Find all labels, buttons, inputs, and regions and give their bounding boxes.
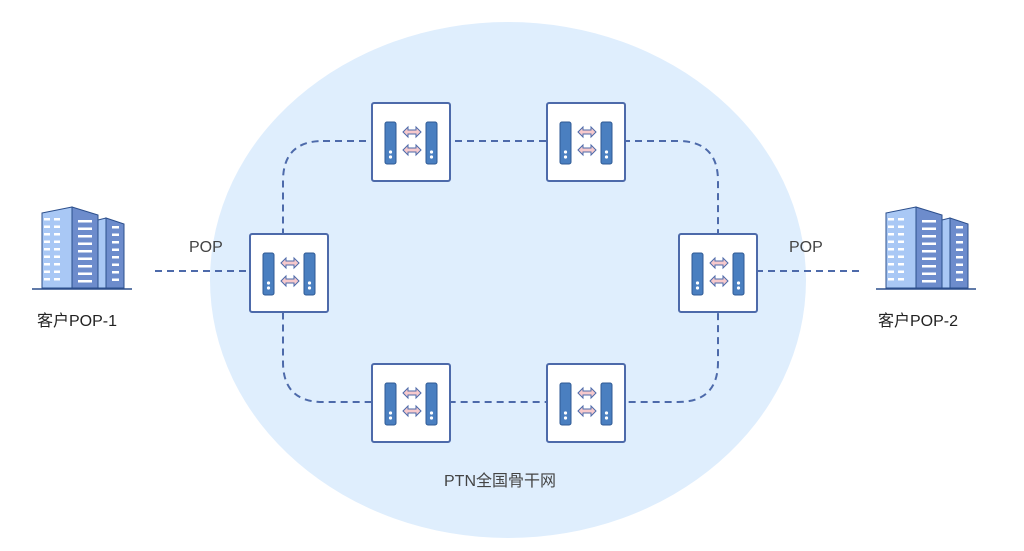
- ptn-switch-icon: [262, 252, 316, 296]
- ptn-switch-icon: [384, 382, 438, 426]
- pop-label-2: POP: [789, 239, 823, 256]
- customer-1-label: 客户POP-1: [37, 313, 118, 330]
- ptn-node-left[interactable]: [249, 233, 329, 313]
- ptn-switch-icon: [691, 252, 745, 296]
- customer-2-building-icon: [876, 204, 976, 299]
- ptn-switch-icon: [559, 382, 613, 426]
- ptn-switch-icon: [384, 121, 438, 165]
- ptn-node-top-left[interactable]: [371, 102, 451, 182]
- ptn-node-right[interactable]: [678, 233, 758, 313]
- pop-label-1: POP: [189, 239, 223, 256]
- ptn-node-bottom-right[interactable]: [546, 363, 626, 443]
- ring-link: [282, 140, 719, 403]
- ptn-node-top-right[interactable]: [546, 102, 626, 182]
- ptn-switch-icon: [559, 121, 613, 165]
- ptn-cloud: [210, 22, 806, 538]
- ptn-node-bottom-left[interactable]: [371, 363, 451, 443]
- customer-2-label: 客户POP-2: [878, 313, 959, 330]
- customer-1-building-icon: [32, 204, 132, 299]
- network-title: PTN全国骨干网: [444, 473, 557, 490]
